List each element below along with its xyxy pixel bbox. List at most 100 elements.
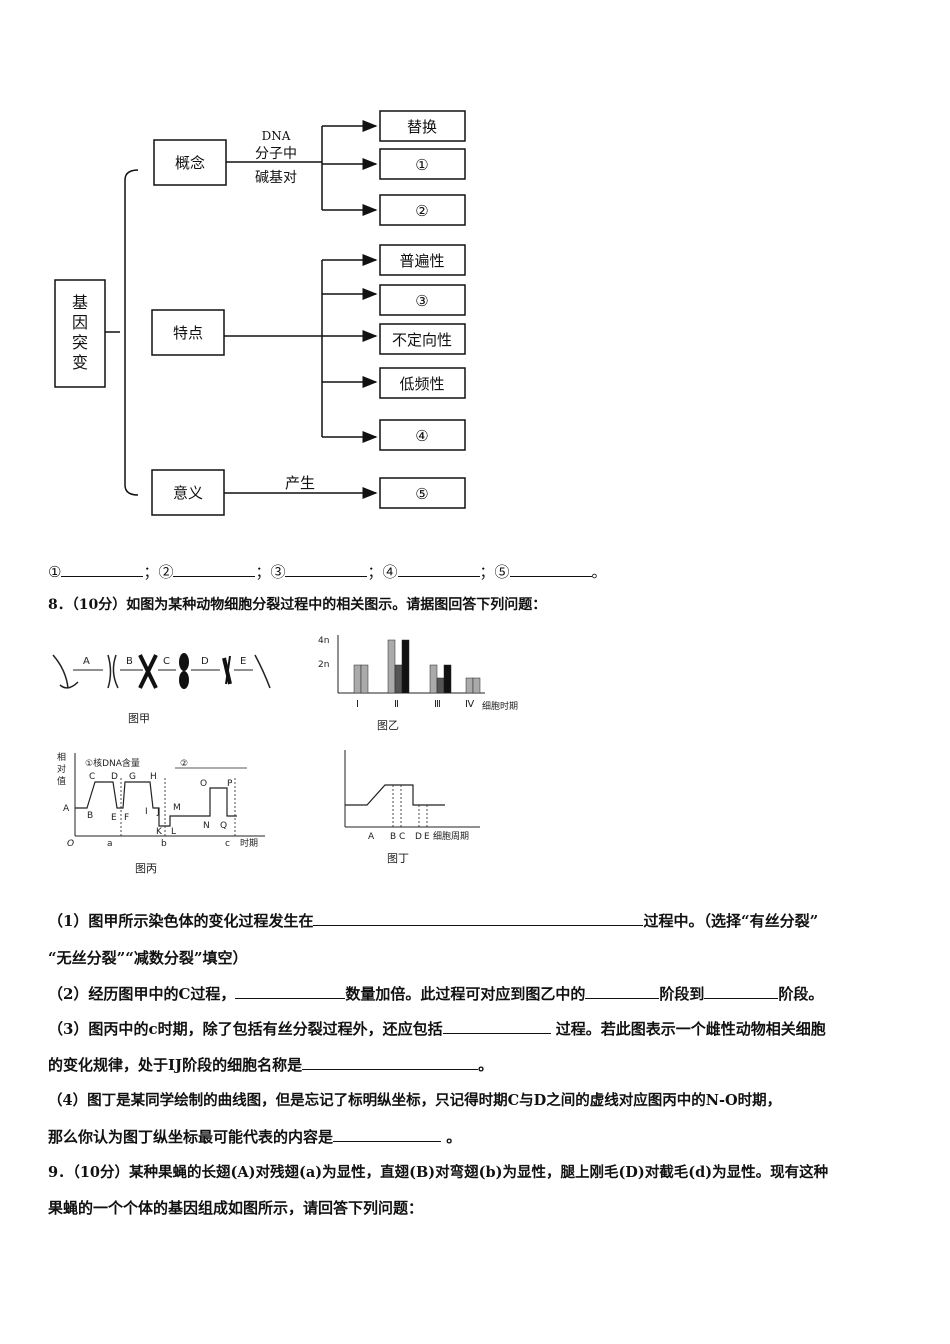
- bing-pt-n: N: [203, 821, 210, 831]
- concept-item-box-2: [379, 148, 466, 180]
- ding-caption: 图丁: [387, 852, 409, 865]
- root-char-4: 变: [72, 353, 88, 372]
- root-bracket: [105, 169, 139, 496]
- concept-item-box-3: [379, 194, 466, 226]
- bing-curve: [75, 781, 237, 827]
- yi-caption: 图乙: [377, 719, 399, 732]
- jia-step-b: B: [126, 656, 133, 667]
- q8-sub3-text-b: 过程。若此图表示一个雌性动物相关细胞: [550, 1020, 826, 1038]
- feature-item-box-3: [379, 323, 466, 355]
- q8-sub2-blank-2[interactable]: [585, 984, 660, 999]
- yi-bar-2c: [401, 639, 410, 694]
- yi-bar-1a: [353, 664, 362, 694]
- bing-pt-g: G: [129, 772, 136, 782]
- concept-label: 概念: [175, 154, 205, 172]
- q8-sub2: （2）经历图甲中的C过程， 数量加倍。此过程可对应到图乙中的 阶段到 阶段。: [48, 983, 823, 1004]
- ding-xmark-b: B: [390, 832, 396, 842]
- figure-bing: 相 对 值 ①核DNA含量 ② A B C D E F G H I J K L …: [57, 751, 265, 875]
- answer-label-4: ；④: [367, 563, 398, 581]
- root-box: [54, 279, 106, 388]
- ding-xmark-e: E: [424, 832, 430, 842]
- feature-item-1: 普遍性: [399, 252, 444, 270]
- yi-xtitle: 细胞时期: [482, 700, 518, 712]
- q8-sub2-text-a: （2）经历图甲中的C过程，: [48, 985, 236, 1003]
- ding-xmark-d: D: [415, 832, 422, 842]
- concept-connector-line-3: 碱基对: [255, 169, 297, 186]
- yi-bar-2b: [394, 664, 403, 694]
- feature-item-box-5: [379, 419, 466, 451]
- q9-line2: 果蝇的一个个体的基因组成如图所示，请回答下列问题：: [48, 1199, 424, 1217]
- bing-pt-b: B: [87, 811, 93, 821]
- q8-sub2-text-b: 数量加倍。此过程可对应到图乙中的: [345, 985, 586, 1003]
- q8-sub4-blank[interactable]: [333, 1127, 442, 1142]
- q8-sub4-line1: （4）图丁是某同学绘制的曲线图，但是忘记了标明纵坐标，只记得时期C与D之间的虚线…: [48, 1092, 782, 1109]
- answer-label-2: ；②: [143, 563, 174, 581]
- q8-sub2-blank-3[interactable]: [704, 984, 779, 999]
- significance-item-box-1: [379, 477, 466, 509]
- q8-sub3-text-d: 。: [478, 1056, 494, 1074]
- concept-item-box-1: [379, 110, 466, 142]
- bing-pt-f: F: [124, 813, 129, 823]
- answer-blank-3[interactable]: [285, 562, 368, 577]
- yi-bar-3a: [429, 664, 438, 694]
- bing-pt-i: I: [145, 807, 148, 817]
- q8-sub3-text-a: （3）图丙中的c时期，除了包括有丝分裂过程外，还应包括: [48, 1020, 443, 1038]
- jia-step-c: C: [163, 656, 170, 667]
- features-box: [151, 309, 225, 356]
- bing-xmark-b: b: [161, 839, 167, 849]
- yi-bar-4a: [465, 677, 474, 694]
- bing-pt-l: L: [171, 827, 176, 837]
- bing-caption: 图丙: [135, 862, 157, 875]
- yi-xlabel-2: Ⅱ: [394, 699, 399, 710]
- figure-jia: A B C D E 图甲: [52, 653, 271, 725]
- feature-item-3: 不定向性: [392, 331, 452, 349]
- bing-pt-k: K: [156, 827, 163, 837]
- bing-ytitle-3: 值: [57, 775, 66, 787]
- answer-label-1: ①: [48, 563, 62, 581]
- answer-blank-1[interactable]: [61, 562, 144, 577]
- feature-item-4: 低频性: [399, 375, 444, 393]
- q8-sub2-text-d: 阶段。: [778, 985, 824, 1003]
- ding-xtitle: 细胞周期: [433, 830, 469, 842]
- q8-sub3-blank-2[interactable]: [302, 1055, 479, 1070]
- q8-header: 8．（10分）如图为某种动物细胞分裂过程中的相关图示。请据图回答下列问题：: [48, 597, 547, 613]
- root-char-1: 基: [72, 293, 88, 312]
- feature-item-box-2: [379, 284, 466, 316]
- yi-xlabel-1: Ⅰ: [356, 699, 359, 710]
- q8-sub4-text-c: 。: [441, 1128, 462, 1146]
- root-char-3: 突: [72, 333, 88, 352]
- feature-item-box-1: [379, 244, 466, 276]
- jia-step-a: A: [83, 656, 90, 667]
- bing-pt-q: Q: [220, 821, 227, 831]
- bing-pt-c: C: [89, 772, 95, 782]
- answer-blank-4[interactable]: [397, 562, 480, 577]
- q8-sub3-blank-1[interactable]: [442, 1019, 551, 1034]
- answer-blank-5[interactable]: [509, 562, 592, 577]
- feature-item-2: ③: [415, 292, 428, 310]
- answer-label-6: 。: [591, 563, 607, 581]
- bing-xtitle: 时期: [240, 837, 258, 849]
- q8-sub1-text-a: （1）图甲所示染色体的变化过程发生在: [48, 912, 314, 930]
- q8-sub3-line2: 的变化规律，处于IJ阶段的细胞名称是。: [48, 1054, 493, 1075]
- yi-bar-1b: [360, 664, 369, 694]
- yi-bar-3b: [436, 677, 445, 694]
- bing-series-1: ①核DNA含量: [85, 757, 140, 769]
- q8-sub1-blank[interactable]: [313, 911, 644, 926]
- concept-connector-line-1: DNA: [262, 129, 291, 143]
- concept-connector-line-2: 分子中: [255, 146, 297, 162]
- q8-sub2-blank-1[interactable]: [235, 984, 346, 999]
- bing-pt-o: O: [200, 779, 207, 789]
- significance-connector: 产生: [285, 474, 315, 492]
- bing-ytitle-2: 对: [57, 763, 66, 775]
- bing-pt-a: A: [63, 804, 70, 814]
- jia-step-d: D: [201, 656, 209, 667]
- answer-line: ①；②；③；④；⑤。: [48, 561, 607, 582]
- yi-ytick-2n: 2n: [318, 660, 329, 670]
- q8-sub2-text-c: 阶段到: [659, 985, 705, 1003]
- answer-blank-2[interactable]: [173, 562, 256, 577]
- yi-ytick-4n: 4n: [318, 636, 329, 646]
- q9-line1: 9．（10分）某种果蝇的长翅(A)对残翅(a)为显性，直翅(B)对弯翅(b)为显…: [48, 1164, 829, 1181]
- jia-step-e: E: [240, 656, 246, 667]
- q8-sub1-text-b: 过程中。（选择“有丝分裂”: [643, 912, 819, 930]
- yi-bar-4b: [472, 677, 481, 694]
